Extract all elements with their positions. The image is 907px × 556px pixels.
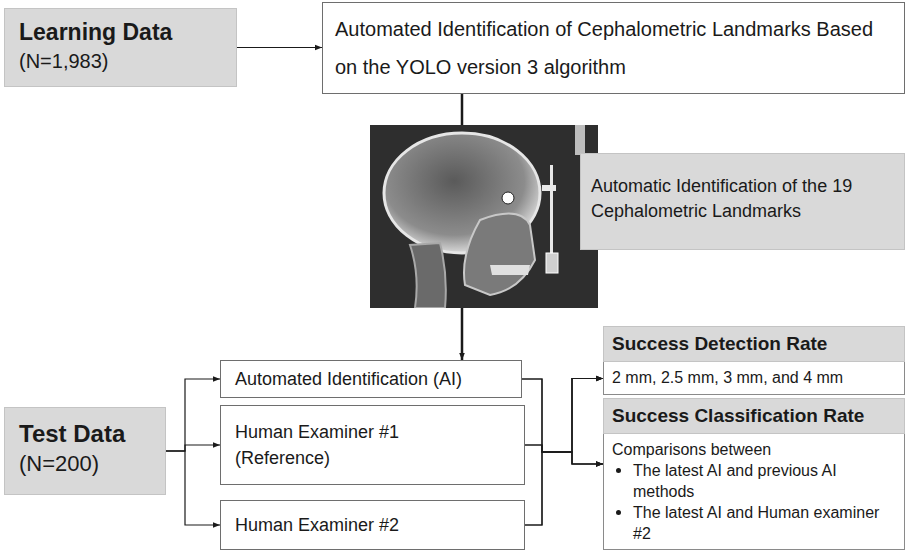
bullet-row: The latest AI and previous AI methods (612, 460, 896, 502)
flow-connector (166, 445, 220, 451)
bullet-dot (616, 510, 621, 515)
method-box: Automated Identification (AI) (220, 360, 522, 398)
box-text: (N=1,983) (19, 47, 222, 75)
teeth (490, 265, 530, 275)
xray-background (370, 125, 598, 308)
cervical-spine (410, 243, 446, 308)
box-text: Human Examiner #2 (235, 514, 510, 536)
box-text: Automated Identification (AI) (235, 368, 507, 390)
box-text: Automated Identification of Cephalometri… (335, 10, 892, 86)
panel-text: 2 mm, 2.5 mm, 3 mm, and 4 mm (612, 367, 896, 388)
panel-heading: Success Detection Rate (603, 326, 905, 362)
ruler-weight (546, 253, 558, 273)
flow-connector (237, 47, 322, 48)
head-holder (575, 125, 585, 155)
flow-connector (522, 379, 603, 464)
landmark-dot (502, 192, 514, 204)
box-heading: Test Data (19, 418, 151, 449)
panel-body: 2 mm, 2.5 mm, 3 mm, and 4 mm (603, 362, 905, 395)
flow-connector (166, 451, 220, 525)
box-text: (N=200) (19, 449, 151, 479)
ruler-rod (550, 165, 553, 265)
panel-text: Comparisons between (612, 439, 896, 460)
box-text: Human Examiner #1 (Reference) (235, 419, 435, 471)
process-box: Automated Identification of Cephalometri… (322, 2, 905, 94)
flow-connector (166, 379, 220, 451)
panel-text: The latest AI and previous AI methods (633, 460, 896, 502)
bullet-dot (616, 468, 621, 473)
data-box: Learning Data(N=1,983) (4, 8, 237, 87)
result-panel: Success Detection Rate 2 mm, 2.5 mm, 3 mm… (603, 326, 905, 395)
method-box: Human Examiner #1 (Reference) (220, 405, 525, 485)
flow-connector (525, 379, 603, 453)
panel-text: The latest AI and Human examiner #2 (633, 502, 896, 544)
result-panel: Success Classification RateComparisons b… (603, 398, 905, 550)
note-box: Automatic Identification of the 19 Cepha… (580, 153, 905, 250)
ruler-bracket (542, 185, 556, 191)
bullet-row: The latest AI and Human examiner #2 (612, 502, 896, 544)
panel-heading: Success Classification Rate (603, 398, 905, 434)
data-box: Test Data(N=200) (4, 407, 166, 495)
box-text: Automatic Identification of the 19 Cepha… (591, 174, 894, 224)
flow-connector (525, 452, 603, 525)
flow-connector (525, 379, 603, 526)
face-bones (464, 214, 535, 295)
flow-connector (522, 379, 603, 453)
box-heading: Learning Data (19, 17, 222, 47)
cephalogram-image (370, 125, 598, 308)
method-box: Human Examiner #2 (220, 500, 525, 550)
panel-body: Comparisons betweenThe latest AI and pre… (603, 434, 905, 550)
flow-connector (525, 445, 603, 464)
